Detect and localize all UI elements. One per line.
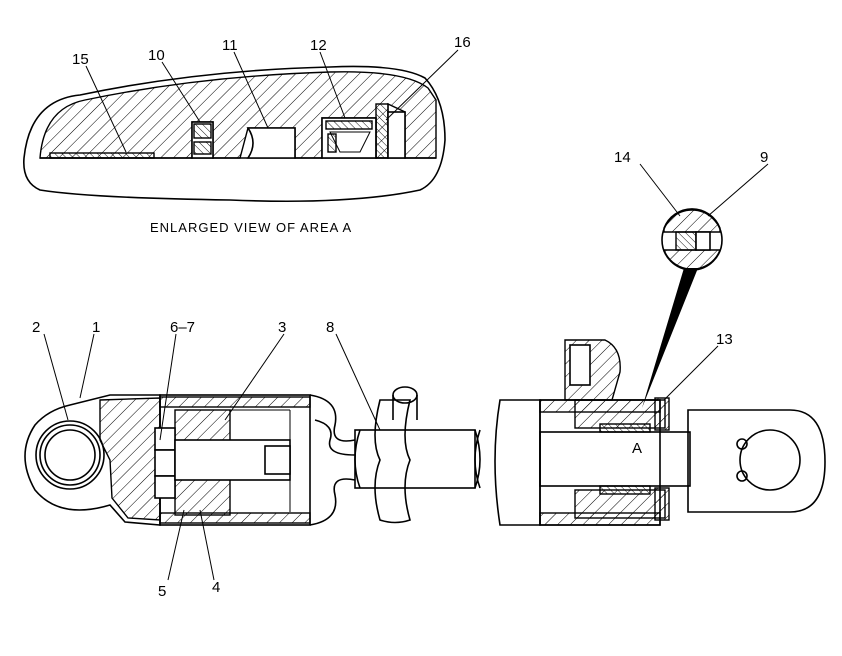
seal-9 <box>695 231 711 251</box>
seal-detail-circle: 14 9 <box>614 149 768 408</box>
ring-11 <box>246 127 296 159</box>
enlarged-view-caption: ENLARGED VIEW OF AREA A <box>150 220 352 235</box>
callout-9: 9 <box>760 149 768 166</box>
area-a-marker: A <box>632 440 642 457</box>
callout-15: 15 <box>72 51 89 68</box>
hydraulic-cylinder: A 2 1 6–7 3 8 5 4 13 <box>24 319 826 600</box>
piston-4 <box>174 474 231 516</box>
callout-11: 11 <box>222 37 238 54</box>
callout-3: 3 <box>278 319 286 336</box>
callout-12: 12 <box>310 37 327 54</box>
backup-ring-14 <box>675 231 697 251</box>
callout-5: 5 <box>158 583 166 600</box>
callout-8: 8 <box>326 319 334 336</box>
callout-6-7: 6–7 <box>170 319 195 336</box>
callout-2: 2 <box>32 319 40 336</box>
enlarged-view-area-a: 15 10 11 12 16 ENLARGED VIEW OF AREA A <box>23 34 471 235</box>
callout-1: 1 <box>92 319 100 336</box>
callout-10: 10 <box>148 47 165 64</box>
callout-16: 16 <box>454 34 471 51</box>
callout-13: 13 <box>716 331 733 348</box>
callout-4: 4 <box>212 579 220 596</box>
callout-14: 14 <box>614 149 631 166</box>
wiper-16 <box>375 103 389 159</box>
bearing-strip-15 <box>49 152 155 159</box>
